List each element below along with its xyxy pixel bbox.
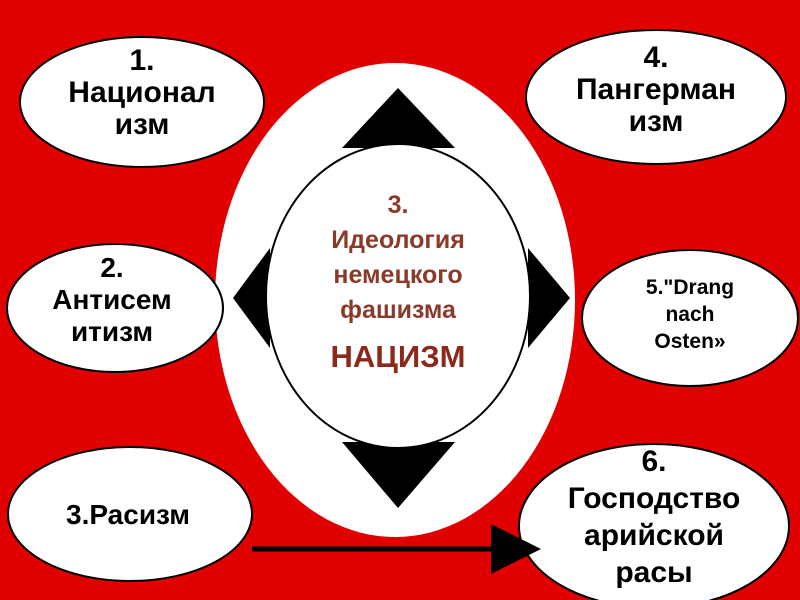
node-label: 6. Господство арийской расы xyxy=(568,445,741,589)
node-shape xyxy=(525,29,787,165)
node-label-line: Osten» xyxy=(654,330,725,353)
node-label-line: 2. xyxy=(100,252,123,283)
node-label-line: изм xyxy=(115,108,170,141)
diamond-left xyxy=(233,248,270,348)
center-node-emphasis: НАЦИЗМ xyxy=(331,339,466,374)
center-node-line: немецкого xyxy=(333,261,462,289)
node-label-line: итизм xyxy=(71,316,153,347)
node-label-line: изм xyxy=(629,105,684,138)
diamond-right xyxy=(528,248,570,348)
node-label-line: Национал xyxy=(68,76,215,109)
center-node-line: фашизма xyxy=(340,296,457,324)
node-label-line: расы xyxy=(615,556,692,589)
node-label-line: 5."Drang xyxy=(646,276,734,299)
node-shape xyxy=(6,243,224,373)
node-label-line: Пангерман xyxy=(576,73,736,106)
center-node-line: 3. xyxy=(388,191,409,219)
diamond-top xyxy=(342,88,455,148)
node-label-line: Господство xyxy=(568,482,741,515)
node-label-line: 1. xyxy=(129,44,154,77)
diamond-bottom xyxy=(342,442,455,508)
node-shape xyxy=(19,36,265,168)
center-node-shape xyxy=(265,143,531,449)
node-label-line: 4. xyxy=(643,41,668,74)
node-aryan-dominance: 6. Господство арийской расы xyxy=(518,443,790,600)
node-racism: 3.Расизм xyxy=(7,446,253,582)
node-shape xyxy=(7,446,253,582)
node-label: 3.Расизм xyxy=(66,499,190,530)
node-shape xyxy=(581,249,799,387)
center-node-line: Идеология xyxy=(331,226,465,254)
node-label-line: 6. xyxy=(641,445,666,478)
central-diamond xyxy=(233,88,570,508)
node-label-line: nach xyxy=(665,303,714,326)
node-label-line: арийской xyxy=(584,519,724,552)
node-label-line: Антисем xyxy=(52,284,172,315)
node-label-line: 3.Расизм xyxy=(66,499,190,530)
